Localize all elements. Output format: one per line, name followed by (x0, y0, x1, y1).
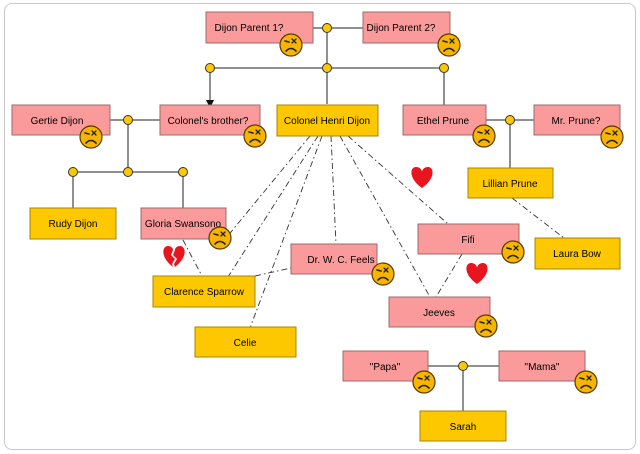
node-dijon-parent-2[interactable]: Dijon Parent 2? (362, 11, 461, 57)
node-mama[interactable]: "Mama" (498, 350, 598, 394)
node-rudy-dijon[interactable]: Rudy Dijon (29, 207, 117, 240)
node-box (388, 296, 491, 328)
node-box (498, 350, 586, 382)
node-colonels-brother[interactable]: Colonel's brother? (159, 104, 267, 148)
sad-face-icon (437, 33, 461, 57)
node-dijon-parent-1[interactable]: Dijon Parent 1? (205, 11, 314, 57)
node-gloria-swansono[interactable]: Gloria Swansono (140, 207, 232, 250)
gloria-clarence-link (182, 239, 203, 277)
node-box (29, 207, 117, 240)
node-label: Lillian Prune (482, 179, 537, 190)
node-label: Jeeves (423, 308, 455, 319)
node-box (362, 11, 451, 44)
node-box (159, 104, 261, 136)
gertie-children-junction-center (123, 167, 133, 177)
children-junction-right (439, 63, 449, 73)
node-label: Celie (234, 338, 257, 349)
sad-face-icon (371, 262, 395, 286)
node-label: Gloria Swansono (145, 219, 222, 230)
node-box (342, 350, 429, 382)
parents-junction (322, 23, 332, 33)
node-colonel-henri-dijon[interactable]: Colonel Henri Dijon (276, 104, 379, 137)
sad-face-icon (208, 226, 232, 250)
node-jeeves[interactable]: Jeeves (388, 296, 498, 338)
node-box (402, 104, 487, 136)
node-label: Gertie Dijon (31, 116, 84, 127)
node-lillian-prune[interactable]: Lillian Prune (467, 167, 554, 199)
gertie-brother-junction (123, 115, 133, 125)
node-box (534, 237, 621, 270)
node-box (276, 104, 379, 137)
node-label: Dijon Parent 2? (367, 23, 436, 34)
ethel-mrprune-junction (505, 115, 515, 125)
sad-face-icon (243, 124, 267, 148)
colonel-fifi-link (347, 135, 449, 225)
node-label: Colonel Henri Dijon (284, 116, 370, 127)
node-label: Fifi (461, 235, 474, 246)
node-label: Sarah (450, 422, 477, 433)
heart-icon (466, 263, 488, 284)
node-dr-w-c-feels[interactable]: Dr. W. C. Feels (290, 243, 395, 286)
heart-icon (411, 167, 433, 188)
node-box (152, 275, 256, 308)
node-ethel-prune[interactable]: Ethel Prune (402, 104, 496, 148)
colonel-clarence-link (227, 135, 319, 278)
node-box (419, 410, 507, 442)
node-laura-bow[interactable]: Laura Bow (534, 237, 621, 270)
sad-face-icon (472, 124, 496, 148)
sad-face-icon (412, 370, 436, 394)
node-mr-prune[interactable]: Mr. Prune? (533, 104, 624, 149)
papa-mama-junction (458, 361, 468, 371)
node-sarah[interactable]: Sarah (419, 410, 507, 442)
children-junction-left (205, 63, 215, 73)
sad-face-icon (600, 125, 624, 149)
sad-face-icon (279, 33, 303, 57)
node-label: Dr. W. C. Feels (307, 255, 374, 266)
broken-heart-icon (163, 246, 185, 267)
colonel-jeeves-link (339, 135, 431, 298)
node-label: Mr. Prune? (552, 116, 601, 127)
gertie-children-junction-left (68, 167, 78, 177)
sad-face-icon (501, 240, 525, 264)
node-label: Clarence Sparrow (164, 287, 245, 298)
node-box (467, 167, 554, 199)
lillian-laura-link (511, 197, 565, 239)
children-junction-center (322, 63, 332, 73)
node-label: Ethel Prune (417, 116, 470, 127)
colonel-feels-link (330, 135, 337, 245)
node-label: Dijon Parent 1? (215, 23, 284, 34)
sad-face-icon (574, 370, 598, 394)
colonel-gloria-link (225, 135, 311, 239)
node-box (290, 243, 378, 275)
node-celie[interactable]: Celie (194, 326, 297, 358)
clarence-feels-link (254, 267, 292, 277)
sad-face-icon (79, 125, 103, 149)
node-box (194, 326, 297, 358)
gertie-children-junction-right (178, 167, 188, 177)
fifi-jeeves-link (435, 253, 463, 298)
node-label: Rudy Dijon (49, 219, 98, 230)
node-clarence-sparrow[interactable]: Clarence Sparrow (152, 275, 256, 308)
node-papa[interactable]: "Papa" (342, 350, 436, 394)
sad-face-icon (474, 314, 498, 338)
node-gertie-dijon[interactable]: Gertie Dijon (11, 104, 111, 149)
node-fifi[interactable]: Fifi (417, 223, 525, 264)
node-label: "Papa" (370, 362, 401, 373)
node-label: "Mama" (525, 362, 560, 373)
node-label: Colonel's brother? (168, 116, 249, 127)
node-label: Laura Bow (553, 249, 602, 260)
